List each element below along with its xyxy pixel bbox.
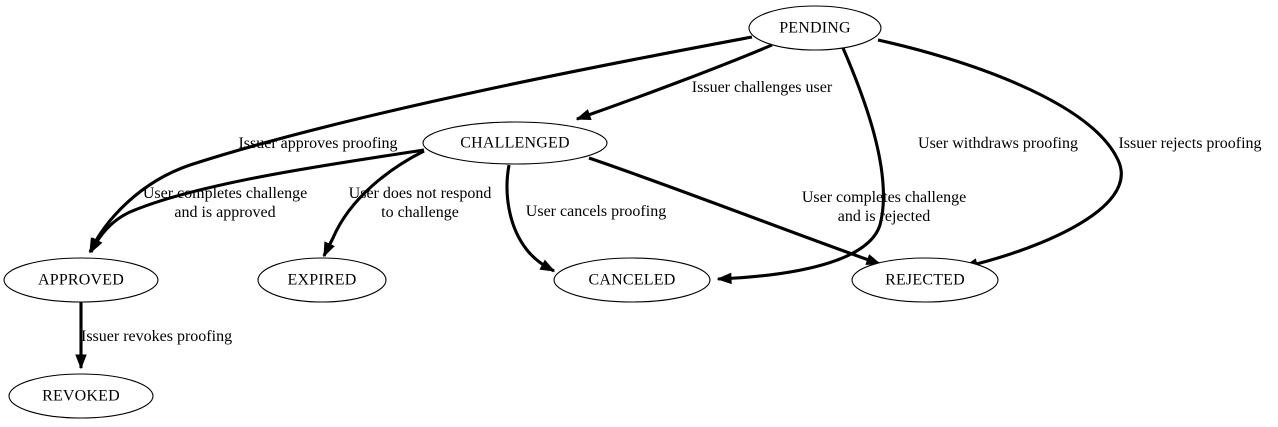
state-node-label-approved: APPROVED	[38, 272, 124, 289]
nodes-layer: PENDING CHALLENGED APPROVED EXPIRED CANCELED…	[3, 5, 999, 419]
edge-pending-approved	[88, 35, 753, 254]
state-node-label-revoked: REVOKED	[42, 388, 120, 405]
state-node-shape-canceled[interactable]	[553, 257, 711, 303]
state-node-label-pending: PENDING	[779, 20, 851, 37]
edge-line-pending-approved	[88, 35, 753, 253]
state-node-expired[interactable]: EXPIRED	[257, 257, 387, 303]
state-node-shape-approved[interactable]	[3, 257, 159, 303]
edge-labels-layer: Issuer approves proofing Issuer challenge…	[81, 79, 1262, 345]
edge-label-pending-rejected: Issuer rejects proofing	[1118, 135, 1261, 152]
state-node-label-expired: EXPIRED	[288, 272, 357, 289]
state-node-shape-challenged[interactable]	[422, 121, 608, 165]
edge-challenged-approved	[89, 148, 425, 254]
edge-arrowhead-approved-revoked	[75, 354, 87, 370]
state-node-pending[interactable]: PENDING	[748, 5, 882, 51]
state-node-shape-pending[interactable]	[748, 5, 882, 51]
edge-line-pending-challenged	[576, 43, 773, 121]
edge-label-pending-challenged: Issuer challenges user	[692, 79, 833, 96]
state-node-label-canceled: CANCELED	[589, 272, 676, 289]
state-node-revoked[interactable]: REVOKED	[8, 373, 154, 419]
edge-label-approved-revoked: Issuer revokes proofing	[81, 328, 232, 345]
edge-line-pending-rejected	[877, 38, 1123, 269]
edge-arrowhead-pending-canceled	[716, 272, 732, 285]
edge-line-pending-canceled	[717, 47, 885, 281]
state-node-approved[interactable]: APPROVED	[3, 257, 159, 303]
edge-challenged-expired	[322, 149, 425, 258]
edge-challenged-canceled	[505, 164, 556, 273]
edge-label-pending-approved: Issuer approves proofing	[238, 135, 397, 152]
edge-pending-rejected	[877, 38, 1123, 270]
edge-arrowhead-challenged-expired	[323, 241, 335, 258]
state-node-canceled[interactable]: CANCELED	[553, 257, 711, 303]
edge-arrowhead-challenged-canceled	[539, 259, 556, 272]
edge-arrowhead-pending-challenged	[575, 109, 592, 120]
state-node-rejected[interactable]: REJECTED	[851, 257, 999, 303]
edge-pending-canceled	[716, 47, 885, 285]
state-node-shape-expired[interactable]	[257, 257, 387, 303]
state-node-label-rejected: REJECTED	[885, 272, 965, 289]
edge-arrowhead-challenged-approved	[90, 237, 103, 254]
state-node-label-challenged: CHALLENGED	[460, 135, 570, 152]
edge-label-challenged-canceled: User cancels proofing	[526, 203, 666, 220]
state-node-shape-rejected[interactable]	[851, 257, 999, 303]
state-node-shape-revoked[interactable]	[8, 373, 154, 419]
edge-line-challenged-approved	[89, 148, 425, 253]
edge-line-challenged-rejected	[588, 156, 881, 266]
state-node-challenged[interactable]: CHALLENGED	[422, 121, 608, 165]
edge-approved-revoked	[75, 302, 87, 370]
edge-pending-challenged	[575, 43, 773, 121]
edge-label-pending-canceled: User withdraws proofing	[918, 135, 1078, 152]
